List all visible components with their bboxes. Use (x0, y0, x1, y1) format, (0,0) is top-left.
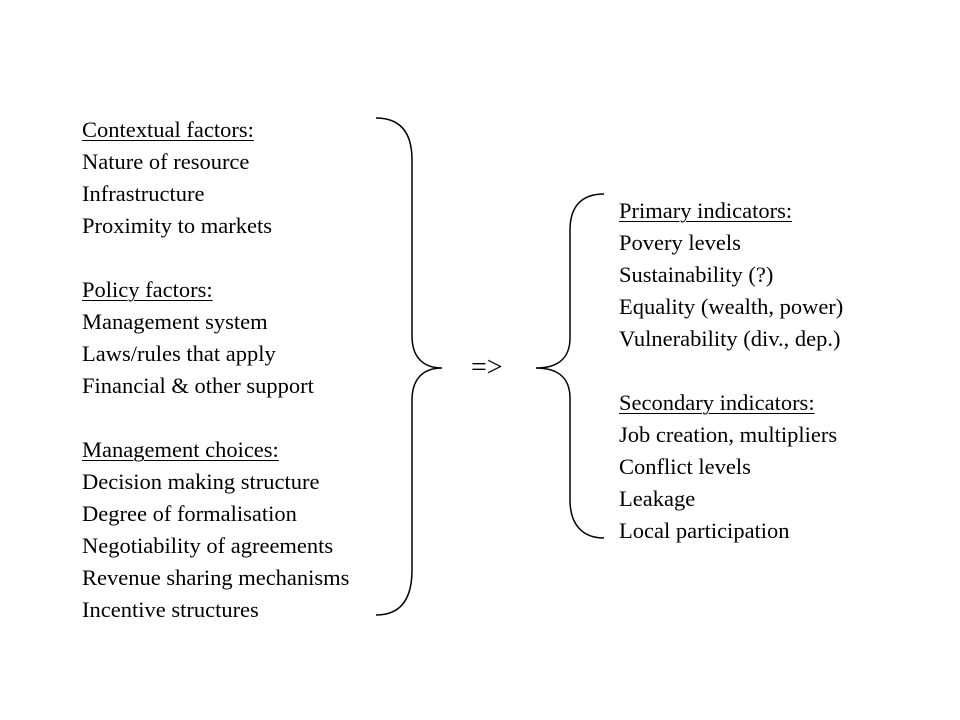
management-choices-heading: Management choices: (82, 437, 279, 462)
factor-item: Degree of formalisation (82, 501, 297, 526)
factor-item: Negotiability of agreements (82, 533, 334, 558)
primary-indicators-heading: Primary indicators: (619, 198, 793, 223)
factor-item: Revenue sharing mechanisms (82, 565, 350, 590)
indicator-item: Local participation (619, 518, 790, 543)
factor-item: Financial & other support (82, 373, 314, 398)
implies-arrow: => (471, 352, 503, 383)
indicator-item: Conflict levels (619, 454, 751, 479)
right-opening-brace (535, 193, 605, 539)
factor-item: Laws/rules that apply (82, 341, 276, 366)
factor-item: Decision making structure (82, 469, 320, 494)
factor-item: Nature of resource (82, 149, 250, 174)
contextual-factors-heading: Contextual factors: (82, 117, 254, 142)
policy-factors-heading: Policy factors: (82, 277, 213, 302)
indicator-item: Job creation, multipliers (619, 422, 838, 447)
group-spacer (619, 355, 843, 387)
indicator-item: Equality (wealth, power) (619, 294, 844, 319)
group-spacer (82, 402, 349, 434)
indicator-item: Sustainability (?) (619, 262, 774, 287)
left-closing-brace (375, 117, 443, 616)
indicator-item: Leakage (619, 486, 696, 511)
right-indicators-column: Primary indicators: Povery levels Sustai… (619, 195, 843, 547)
left-factors-column: Contextual factors: Nature of resource I… (82, 114, 349, 626)
secondary-indicators-heading: Secondary indicators: (619, 390, 815, 415)
factor-item: Proximity to markets (82, 213, 272, 238)
group-spacer (82, 242, 349, 274)
factor-item: Infrastructure (82, 181, 205, 206)
factor-item: Management system (82, 309, 268, 334)
factor-item: Incentive structures (82, 597, 259, 622)
indicator-item: Povery levels (619, 230, 741, 255)
indicator-item: Vulnerability (div., dep.) (619, 326, 841, 351)
